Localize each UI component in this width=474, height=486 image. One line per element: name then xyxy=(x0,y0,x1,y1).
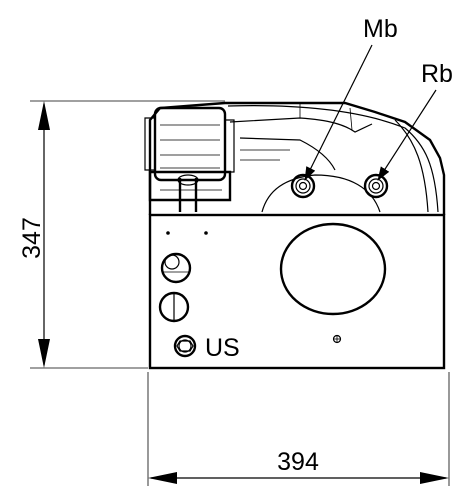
motor-block xyxy=(153,106,227,182)
port-rb-mid xyxy=(368,178,384,194)
width-arrow-right xyxy=(420,472,449,484)
port-mb-mid xyxy=(295,178,311,194)
callout-rb: Rb xyxy=(377,60,453,181)
width-dimension-value: 394 xyxy=(277,448,319,476)
motor-flange xyxy=(144,117,235,173)
upper-assembly xyxy=(144,101,446,215)
height-arrow-top xyxy=(38,101,50,130)
tank-dot-2 xyxy=(204,231,208,235)
us-fitting-outer xyxy=(173,334,197,358)
callout-mb: Mb xyxy=(304,15,398,181)
tank-body xyxy=(148,213,446,370)
us-fitting-inner xyxy=(178,339,192,353)
tank-dot-1 xyxy=(166,231,170,235)
pipe xyxy=(178,178,198,212)
housing-inner-curve xyxy=(227,105,439,213)
housing-ridge xyxy=(229,117,373,133)
pipe-elbow xyxy=(177,174,199,186)
width-arrow-left xyxy=(148,472,177,484)
height-dimension-value: 347 xyxy=(18,217,46,259)
height-arrow-bottom xyxy=(38,339,50,368)
port-mb-inner xyxy=(298,181,308,191)
level-gauge-inner xyxy=(164,254,180,270)
label-rb: Rb xyxy=(421,60,453,88)
leader-mb xyxy=(304,44,373,181)
width-dimension: 394 xyxy=(147,372,450,486)
housing-ridge-2 xyxy=(239,137,336,171)
lower-tank: US xyxy=(148,213,446,370)
motor-lower-detail xyxy=(160,179,222,191)
level-gauge xyxy=(160,252,192,284)
label-us: US xyxy=(205,334,240,362)
main-housing xyxy=(148,101,446,215)
port-mb-outer xyxy=(290,173,316,199)
label-mb: Mb xyxy=(363,15,398,43)
housing-lower-curve xyxy=(261,174,381,213)
motor-lower xyxy=(148,170,232,202)
height-dimension: 347 xyxy=(18,100,225,369)
housing-detail-lines xyxy=(240,104,353,161)
inspection-window xyxy=(279,222,387,316)
housing-inner-curve-2 xyxy=(394,119,429,213)
leader-rb xyxy=(377,89,437,181)
port-rb-outer xyxy=(363,173,389,199)
port-rb-inner xyxy=(371,181,381,191)
us-fitting-hex xyxy=(176,340,194,352)
motor-ribs xyxy=(160,124,220,169)
